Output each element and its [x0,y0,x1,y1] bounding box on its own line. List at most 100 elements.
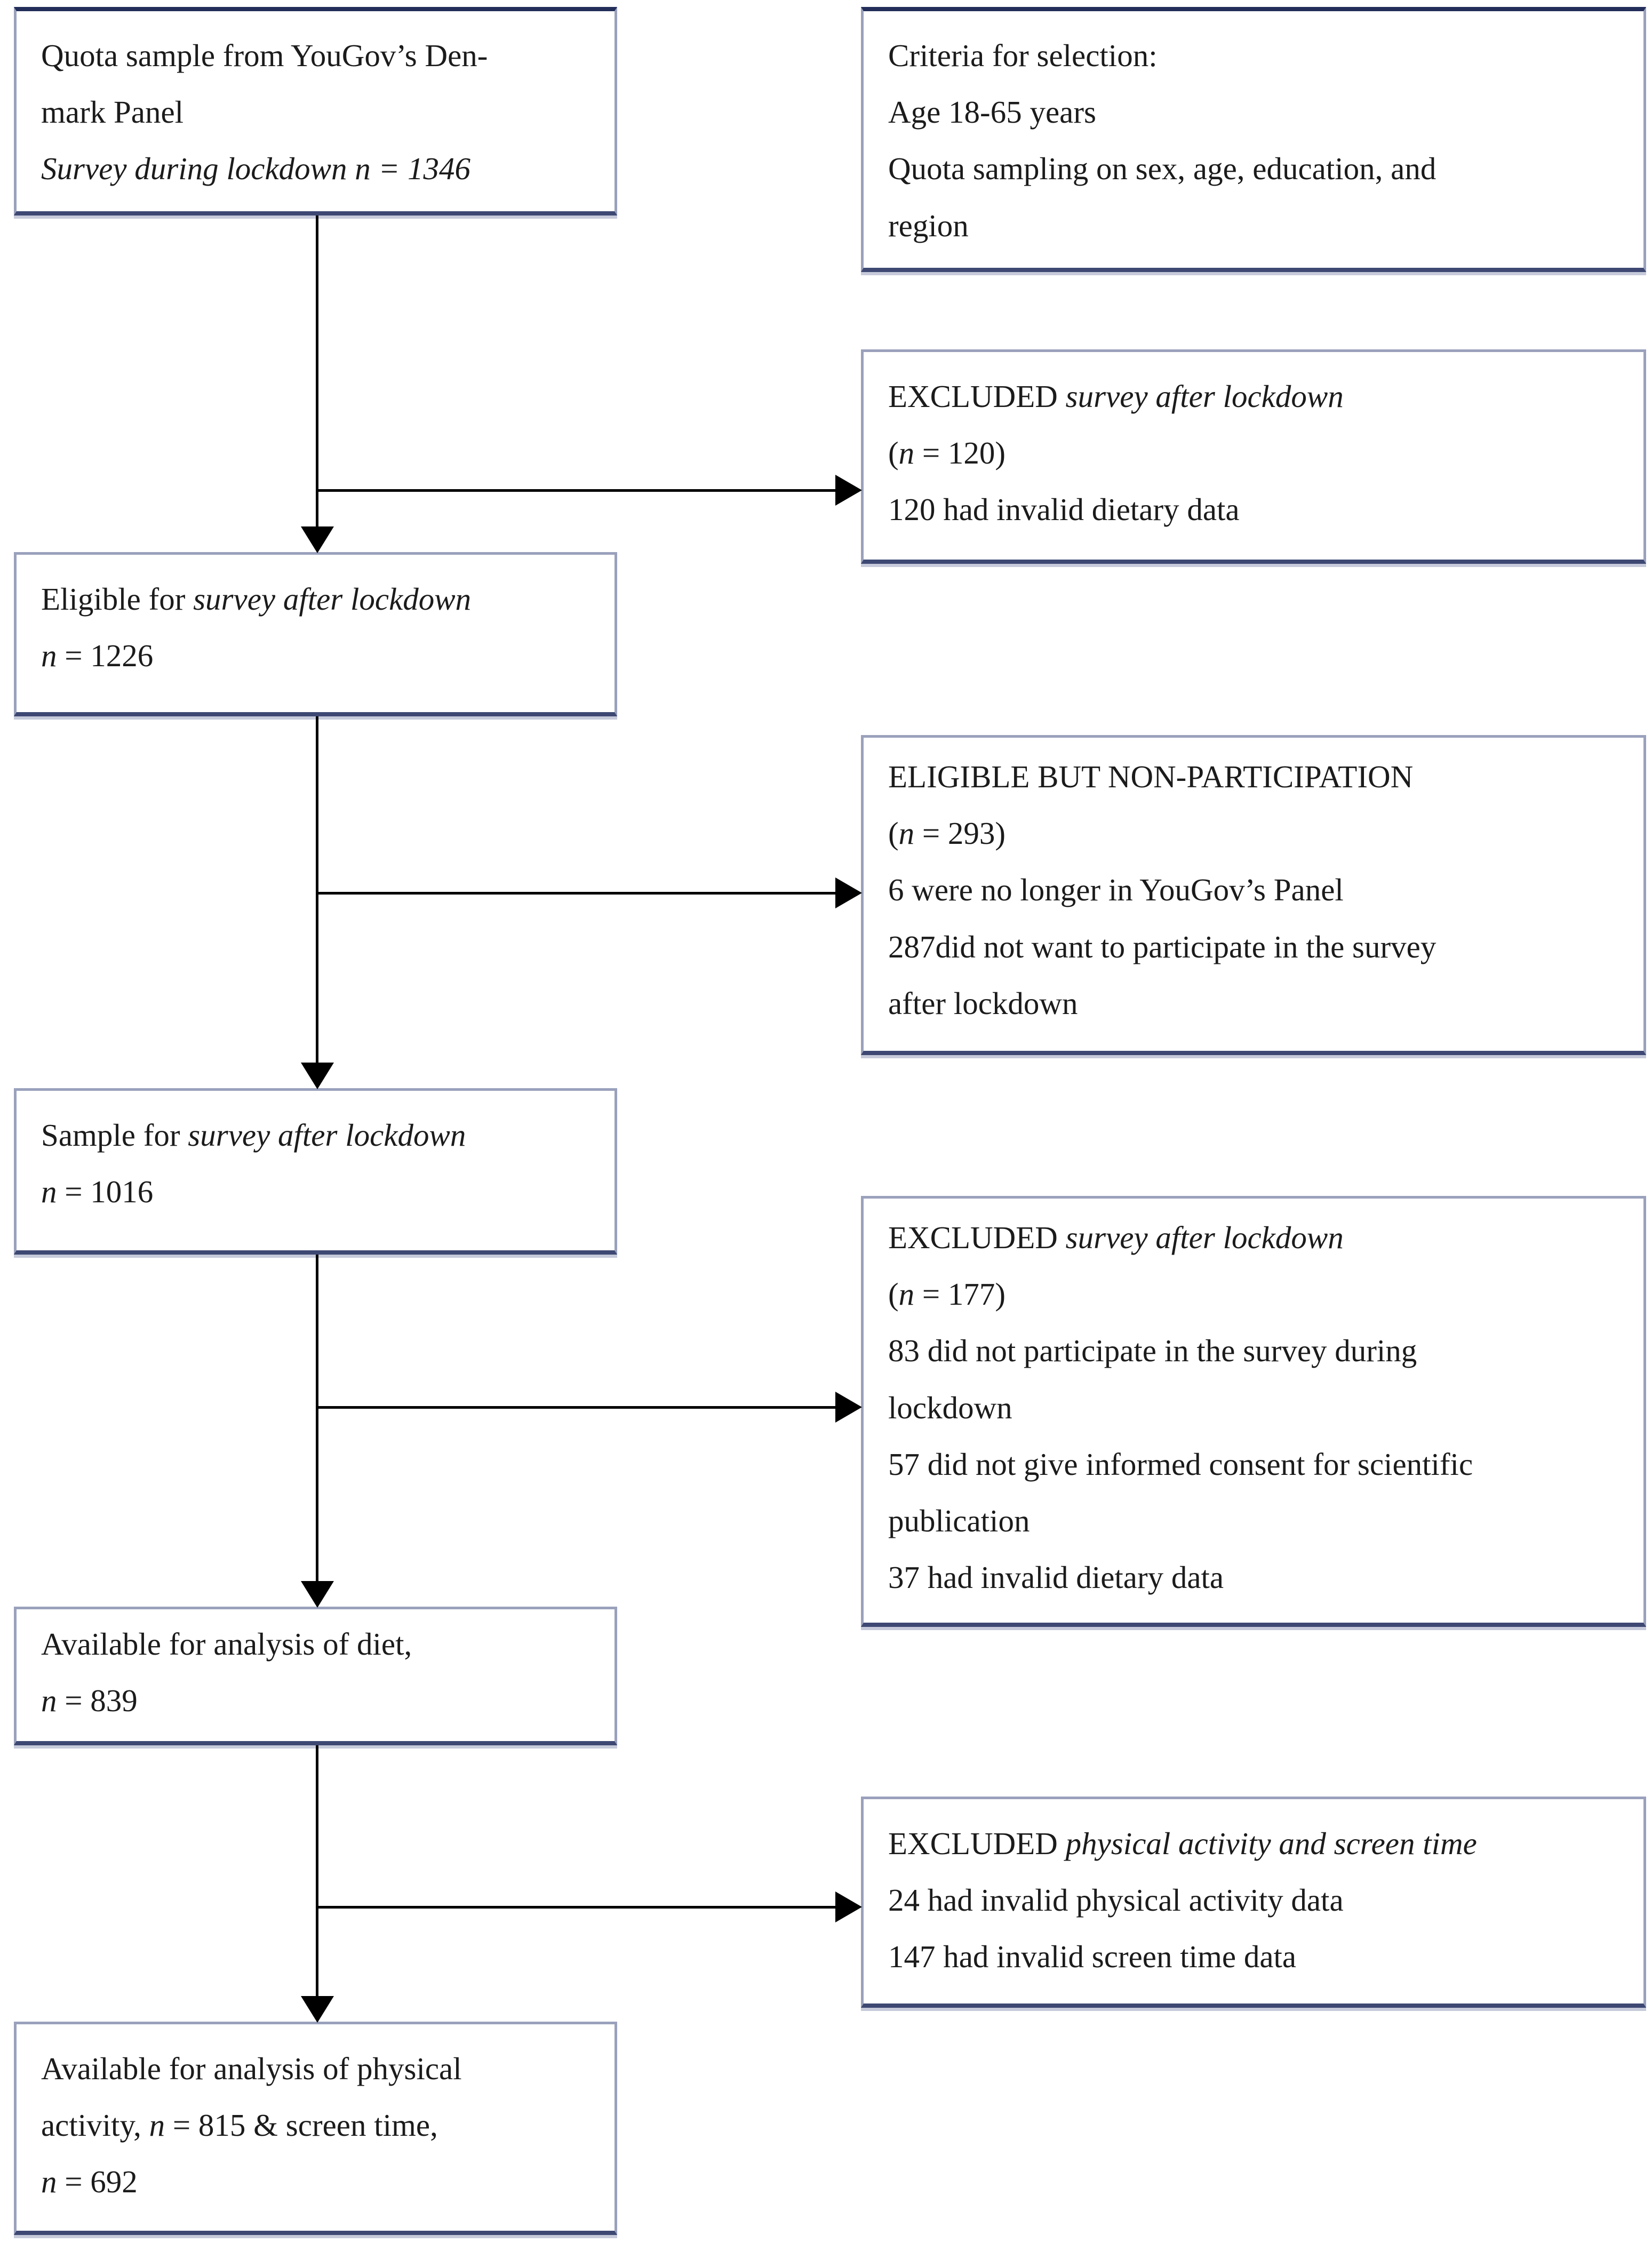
text: after lockdown [888,985,1078,1021]
italic-text: n [898,435,915,471]
text-line: mark Panel [41,84,590,140]
text-line: after lockdown [888,975,1619,1032]
flow-line-sample-to-diet [316,1255,318,1581]
text: Age 18-65 years [888,94,1096,130]
text: publication [888,1503,1030,1538]
text: = 1226 [57,638,154,674]
italic-text: survey after lockdown [1065,1220,1344,1255]
text-line: 83 did not participate in the survey dur… [888,1322,1619,1379]
text-line: Available for analysis of physical [41,2040,590,2097]
box-quota-sample: Quota sample from YouGov’s Den-mark Pane… [14,7,617,215]
text: mark Panel [41,94,184,130]
text-line: Sample for survey after lockdown [41,1107,590,1163]
text: region [888,207,969,243]
text: = 815 & screen time, [165,2108,438,2143]
text-line: 37 had invalid dietary data [888,1549,1619,1606]
text: EXCLUDED [888,1220,1066,1255]
box-excluded-physical-activity: EXCLUDED physical activity and screen ti… [861,1797,1646,2008]
arrowhead-down-icon [301,1063,334,1089]
branch-line-non-participation [317,892,837,895]
text: ELIGIBLE BUT NON-PARTICIPATION [888,759,1414,794]
flow-line-eligible-to-sample [316,716,318,1063]
italic-text: Survey during lockdown n = 1346 [41,151,471,187]
text: Available for analysis of diet, [41,1626,412,1662]
flow-line-diet-to-physical [316,1745,318,1996]
branch-line-excluded-1 [317,489,837,492]
italic-text: n [41,1174,57,1210]
italic-text: n [898,816,915,851]
text-line: EXCLUDED survey after lockdown [888,368,1619,425]
text: EXCLUDED [888,1826,1066,1861]
text: 37 had invalid dietary data [888,1560,1224,1595]
text-line: n = 692 [41,2153,590,2210]
text-line: 120 had invalid dietary data [888,481,1619,538]
text: 6 were no longer in YouGov’s Panel [888,872,1344,908]
text-line: n = 1226 [41,627,590,684]
italic-text: survey after lockdown [1065,379,1344,414]
text: 57 did not give informed consent for sci… [888,1446,1473,1482]
text: 83 did not participate in the survey dur… [888,1333,1417,1369]
text: Quota sample from YouGov’s Den- [41,38,488,73]
arrowhead-down-icon [301,526,334,553]
text: = 177) [914,1276,1006,1312]
arrowhead-down-icon [301,1581,334,1608]
text-line: (n = 120) [888,425,1619,481]
text: 24 had invalid physical activity data [888,1882,1344,1918]
text-line: Available for analysis of diet, [41,1616,590,1672]
text: EXCLUDED [888,379,1066,414]
box-sample-after-lockdown: Sample for survey after lockdown n = 1016 [14,1088,617,1255]
text-line: 57 did not give informed consent for sci… [888,1436,1619,1492]
arrowhead-right-icon [835,1891,862,1922]
text-line: EXCLUDED physical activity and screen ti… [888,1815,1619,1872]
text: Quota sampling on sex, age, education, a… [888,151,1436,187]
arrowhead-right-icon [835,1392,862,1423]
text-line: 147 had invalid screen time data [888,1928,1619,1985]
italic-text: n [41,1683,57,1719]
text-line: region [888,197,1619,254]
text: = 120) [914,435,1006,471]
text-line: n = 839 [41,1672,590,1729]
text: = 692 [57,2164,138,2200]
italic-text: n [41,2164,57,2200]
text: 120 had invalid dietary data [888,492,1240,528]
text: = 1016 [57,1174,154,1210]
box-excluded-after-lockdown-1: EXCLUDED survey after lockdown(n = 120)1… [861,349,1646,564]
branch-line-excluded-physical [317,1906,837,1909]
branch-line-excluded-2 [317,1406,837,1409]
text-line: lockdown [888,1379,1619,1436]
italic-text: n [898,1276,915,1312]
flow-line-quota-to-eligible [316,215,318,526]
italic-text: survey after lockdown [188,1117,466,1153]
text-line: publication [888,1492,1619,1549]
text-line: (n = 177) [888,1266,1619,1322]
arrowhead-right-icon [835,877,862,908]
text: activity, [41,2108,149,2143]
text-line: 287did not want to participate in the su… [888,919,1619,975]
text-line: Age 18-65 years [888,84,1619,140]
text: ( [888,435,899,471]
text-line: ELIGIBLE BUT NON-PARTICIPATION [888,748,1619,805]
text-line: EXCLUDED survey after lockdown [888,1209,1619,1266]
text-line: Survey during lockdown n = 1346 [41,140,590,197]
box-eligible-non-participation: ELIGIBLE BUT NON-PARTICIPATION (n = 293) 6… [861,735,1646,1055]
text: ( [888,816,899,851]
text: = 839 [57,1683,138,1719]
text: Criteria for selection: [888,38,1158,73]
box-available-diet: Available for analysis of diet, n = 839 [14,1607,617,1745]
arrowhead-down-icon [301,1996,334,2023]
text: ( [888,1276,899,1312]
italic-text: n [149,2108,165,2143]
text-line: activity, n = 815 & screen time, [41,2097,590,2153]
text: Eligible for [41,581,194,617]
text-line: 6 were no longer in YouGov’s Panel [888,861,1619,918]
text-line: (n = 293) [888,805,1619,861]
text-line: 24 had invalid physical activity data [888,1872,1619,1928]
text-line: Eligible for survey after lockdown [41,571,590,627]
text-line: Quota sample from YouGov’s Den- [41,27,590,84]
arrowhead-right-icon [835,475,862,506]
text: lockdown [888,1390,1012,1425]
box-excluded-after-lockdown-2: EXCLUDED survey after lockdown(n = 177)8… [861,1196,1646,1627]
